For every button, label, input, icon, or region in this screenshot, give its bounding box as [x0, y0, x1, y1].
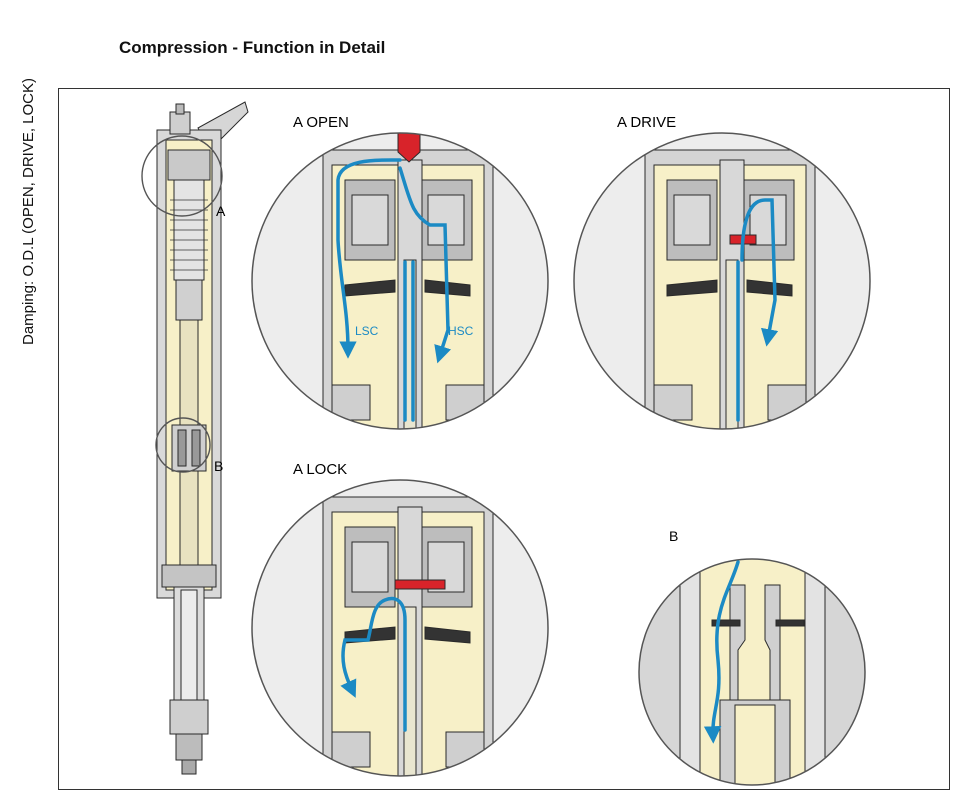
overview-damper [141, 101, 249, 775]
open-lsc-label: LSC [355, 324, 379, 338]
detail-a-label: A [216, 203, 226, 219]
panel-lock [251, 479, 549, 777]
open-hsc-label: HSC [448, 324, 474, 338]
panel-lock-title: A LOCK [293, 461, 347, 478]
panel-b [638, 558, 866, 786]
panel-drive [573, 132, 871, 430]
page-title: Compression - Function in Detail [119, 38, 386, 57]
panel-open: LSC HSC [251, 132, 549, 430]
panel-drive-title: A DRIVE [617, 114, 676, 131]
detail-b-label: B [214, 458, 223, 474]
panel-open-title: A OPEN [293, 114, 349, 131]
diagram-frame [58, 88, 950, 790]
panel-b-title: B [669, 528, 678, 544]
